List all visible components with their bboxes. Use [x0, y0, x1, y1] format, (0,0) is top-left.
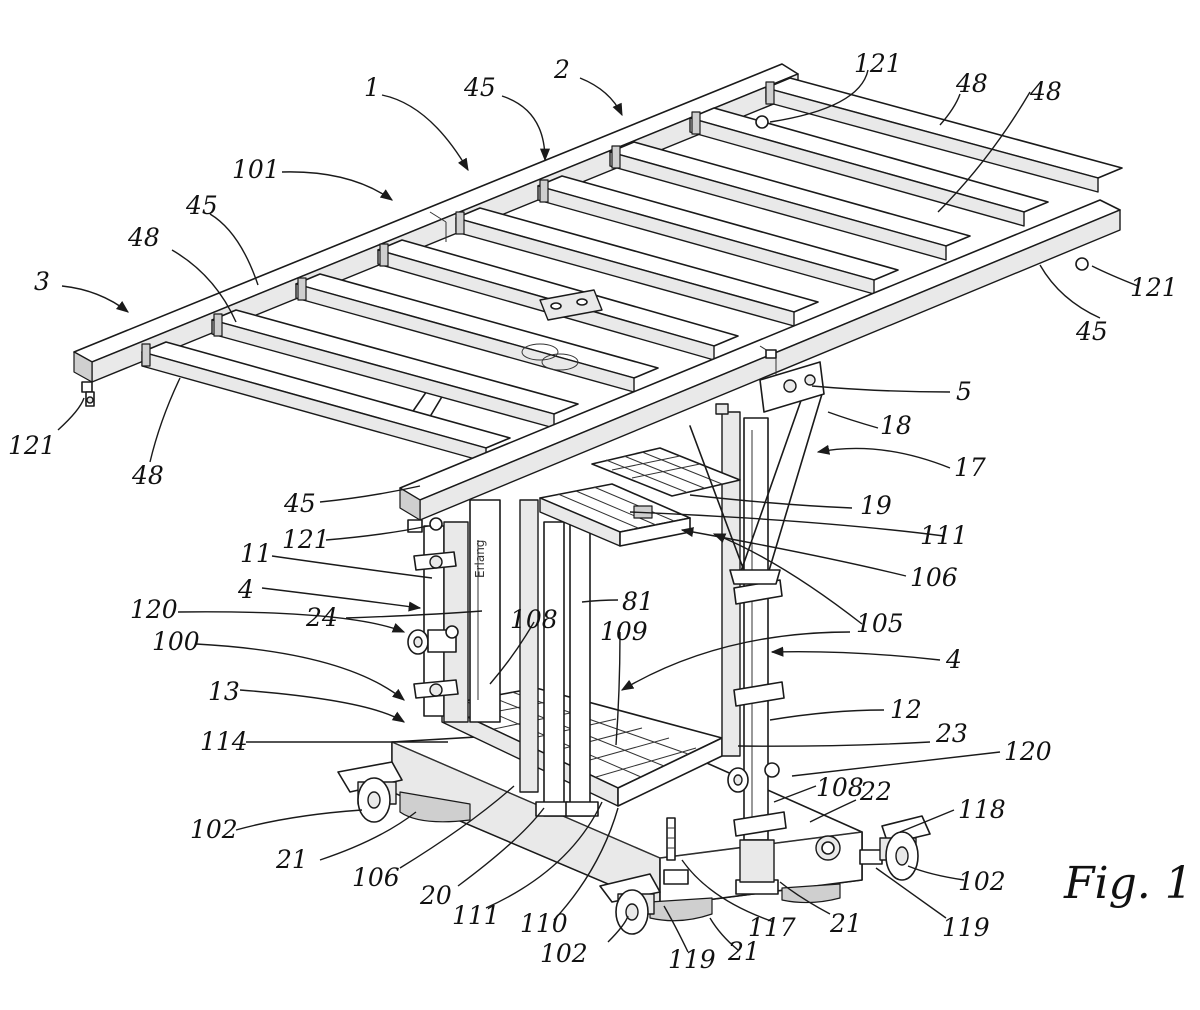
label-21-right: 21 — [829, 909, 862, 938]
upper-tray — [539, 447, 741, 547]
label-45-left: 45 — [185, 191, 218, 220]
label-108-top: 108 — [510, 605, 558, 634]
caster-front — [599, 873, 661, 935]
label-48-left: 48 — [127, 223, 160, 252]
label-121-right: 121 — [1130, 273, 1178, 302]
label-4-left: 4 — [237, 575, 254, 604]
prop-81a — [543, 521, 565, 817]
label-102-left: 102 — [190, 815, 238, 844]
label-119-right: 119 — [942, 913, 990, 942]
label-106-top: 106 — [910, 563, 958, 592]
label-100: 100 — [152, 627, 200, 656]
formwork-table — [73, 63, 1123, 533]
label-3: 3 — [34, 267, 50, 296]
leader-lines — [57, 69, 1139, 953]
label-114: 114 — [200, 727, 248, 756]
prop-81b — [569, 521, 591, 817]
label-120-right: 120 — [1004, 737, 1052, 766]
label-111-top: 111 — [920, 521, 968, 550]
label-108-bottom: 108 — [816, 773, 864, 802]
label-45-top: 45 — [463, 73, 496, 102]
label-5: 5 — [956, 377, 972, 406]
label-111-bottom: 111 — [452, 901, 500, 930]
caster-wheels — [337, 761, 931, 935]
label-21-front: 21 — [727, 937, 760, 966]
label-23: 23 — [935, 719, 968, 748]
label-102-front: 102 — [540, 939, 588, 968]
svg-text:Erlang: Erlang — [473, 540, 487, 578]
label-17: 17 — [954, 453, 986, 482]
label-119-front: 119 — [668, 945, 716, 974]
figure-caption: Fig. 1 — [1063, 858, 1193, 909]
caster-left — [337, 761, 403, 823]
label-20: 20 — [419, 881, 452, 910]
label-19: 19 — [860, 491, 892, 520]
label-22: 22 — [859, 777, 892, 806]
label-121-bottom: 121 — [282, 525, 330, 554]
label-48-top-a: 48 — [955, 69, 988, 98]
central-props — [519, 499, 599, 817]
label-105: 105 — [856, 609, 904, 638]
label-106-bottom: 106 — [352, 863, 400, 892]
label-121-left: 121 — [8, 431, 56, 460]
label-13: 13 — [208, 677, 240, 706]
label-48-top-b: 48 — [1029, 77, 1062, 106]
label-21-left: 21 — [275, 845, 308, 874]
label-81: 81 — [622, 587, 654, 616]
label-11: 11 — [240, 539, 272, 568]
label-102-right: 102 — [958, 867, 1006, 896]
label-12: 12 — [890, 695, 922, 724]
label-109: 109 — [600, 617, 648, 646]
upright-frame-right — [721, 411, 787, 895]
label-121-top: 121 — [854, 49, 902, 78]
label-118: 118 — [958, 795, 1006, 824]
label-48-bottom: 48 — [131, 461, 164, 490]
label-18: 18 — [880, 411, 912, 440]
label-110: 110 — [520, 909, 568, 938]
caster-right — [879, 815, 931, 881]
label-2: 2 — [553, 55, 570, 84]
label-24: 24 — [305, 603, 338, 632]
label-45-bottom: 45 — [283, 489, 316, 518]
upright-frame-left: Erlang — [407, 499, 501, 723]
label-101: 101 — [232, 155, 280, 184]
label-120-left: 120 — [130, 595, 178, 624]
label-1: 1 — [364, 73, 380, 102]
label-117: 117 — [748, 913, 796, 942]
post-12 — [743, 417, 769, 841]
label-45-right: 45 — [1075, 317, 1108, 346]
reference-labels: 1 2 45 121 48 48 101 45 48 3 121 45 5 12… — [8, 49, 1193, 974]
label-4-right: 4 — [945, 645, 962, 674]
